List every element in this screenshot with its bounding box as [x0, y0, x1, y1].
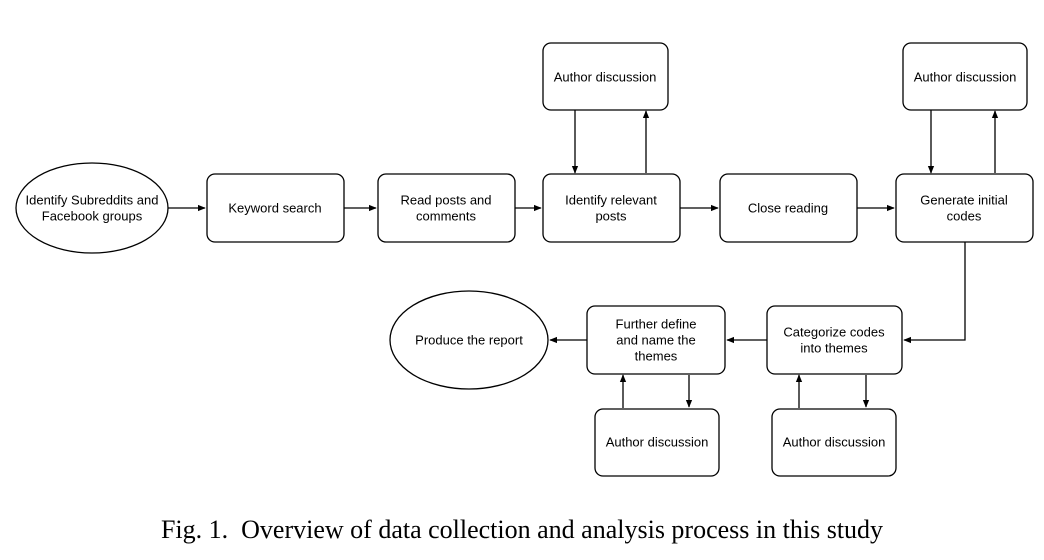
- identify-sources-line: Identify Subreddits and: [26, 193, 159, 208]
- identify-sources-line: Facebook groups: [42, 209, 143, 224]
- figure-caption: Fig. 1. Overview of data collection and …: [0, 514, 1044, 546]
- generate-codes-line: Generate initial: [920, 193, 1008, 208]
- node-discussion-2-shape: [902, 42, 1028, 111]
- node-define-themes-shape: [586, 305, 726, 375]
- node-produce-report-label: Produce the report: [415, 333, 523, 348]
- keyword-search-line: Keyword search: [228, 201, 321, 216]
- discussion-3-line: Author discussion: [606, 435, 709, 450]
- close-reading-line: Close reading: [748, 201, 828, 216]
- node-discussion-1-shape: [542, 42, 669, 111]
- define-themes-line: and name the: [616, 333, 696, 348]
- produce-report-line: Produce the report: [415, 333, 523, 348]
- figure-caption-text: Overview of data collection and analysis…: [241, 515, 884, 544]
- define-themes-line: Further define: [616, 317, 697, 332]
- node-discussion-2-label: Author discussion: [914, 70, 1017, 85]
- node-categorize-codes-shape: [766, 305, 903, 375]
- node-identify-relevant-shape: [542, 173, 681, 243]
- node-produce-report-shape: [389, 290, 549, 390]
- node-discussion-1-label: Author discussion: [554, 70, 657, 85]
- generate-codes-line: codes: [947, 209, 982, 224]
- discussion-4-line: Author discussion: [783, 435, 886, 450]
- node-keyword-search-label: Keyword search: [228, 201, 321, 216]
- figure-caption-label: Fig. 1.: [160, 515, 229, 544]
- node-keyword-search-shape: [206, 173, 345, 243]
- define-themes-line: themes: [635, 349, 678, 364]
- node-discussion-3-label: Author discussion: [606, 435, 709, 450]
- categorize-codes-line: Categorize codes: [783, 325, 885, 340]
- node-read-posts-shape: [377, 173, 516, 243]
- categorize-codes-line: into themes: [800, 341, 868, 356]
- discussion-2-line: Author discussion: [914, 70, 1017, 85]
- node-identify-sources-shape: [15, 162, 169, 254]
- discussion-1-line: Author discussion: [554, 70, 657, 85]
- read-posts-line: comments: [416, 209, 476, 224]
- node-close-reading-label: Close reading: [748, 201, 828, 216]
- node-discussion-3-shape: [594, 408, 720, 477]
- identify-relevant-line: Identify relevant: [565, 193, 657, 208]
- node-generate-codes-shape: [895, 173, 1034, 243]
- node-discussion-4-shape: [771, 408, 897, 477]
- identify-relevant-line: posts: [595, 209, 627, 224]
- read-posts-line: Read posts and: [400, 193, 491, 208]
- edge-generate-to-categorize: [903, 242, 966, 344]
- node-close-reading-shape: [719, 173, 858, 243]
- node-discussion-4-label: Author discussion: [783, 435, 886, 450]
